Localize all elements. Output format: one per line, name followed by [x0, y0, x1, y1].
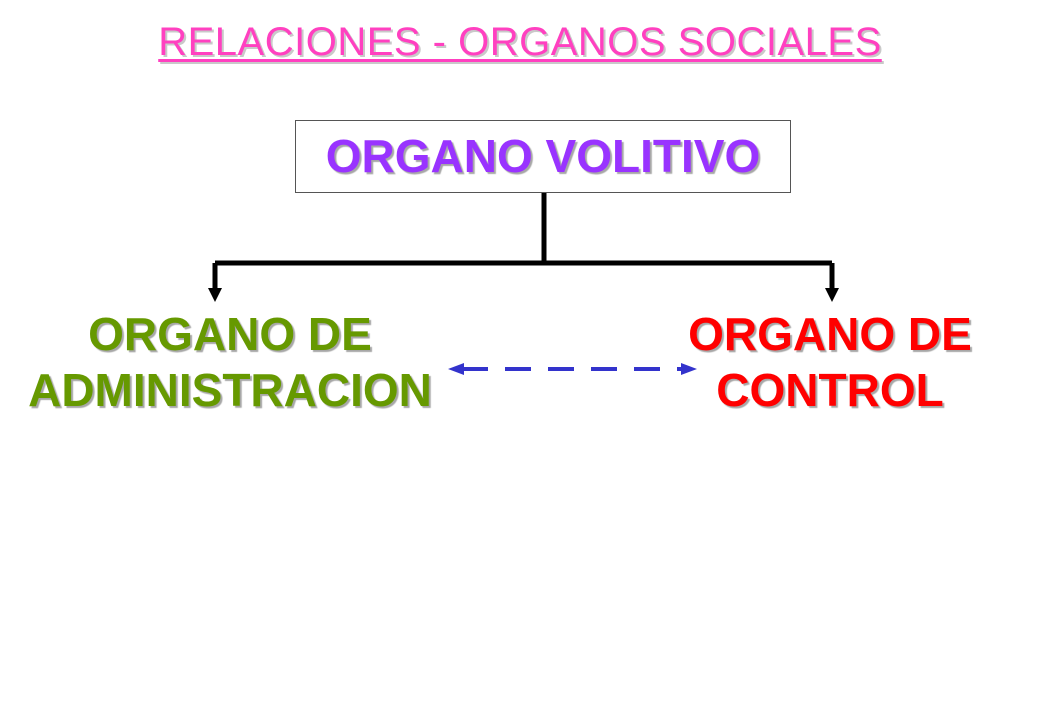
organo-administracion-line1: ORGANO DE: [88, 308, 372, 360]
branch-right-arrowhead: [825, 288, 839, 302]
organo-administracion-node: ORGANO DE ADMINISTRACION: [20, 306, 440, 418]
organo-control-node: ORGANO DE CONTROL: [660, 306, 1000, 418]
organo-volitivo-box: [295, 120, 791, 193]
relation-left-arrowhead: [448, 363, 464, 375]
branch-left-arrowhead: [208, 288, 222, 302]
organo-control-line2: CONTROL: [716, 364, 944, 416]
organo-control-line1: ORGANO DE: [688, 308, 972, 360]
relation-right-arrowhead: [681, 363, 697, 375]
organo-administracion-line2: ADMINISTRACION: [28, 364, 432, 416]
diagram-title: RELACIONES - ORGANOS SOCIALES: [158, 20, 882, 64]
organo-volitivo-label: ORGANO VOLITIVO: [325, 130, 761, 182]
